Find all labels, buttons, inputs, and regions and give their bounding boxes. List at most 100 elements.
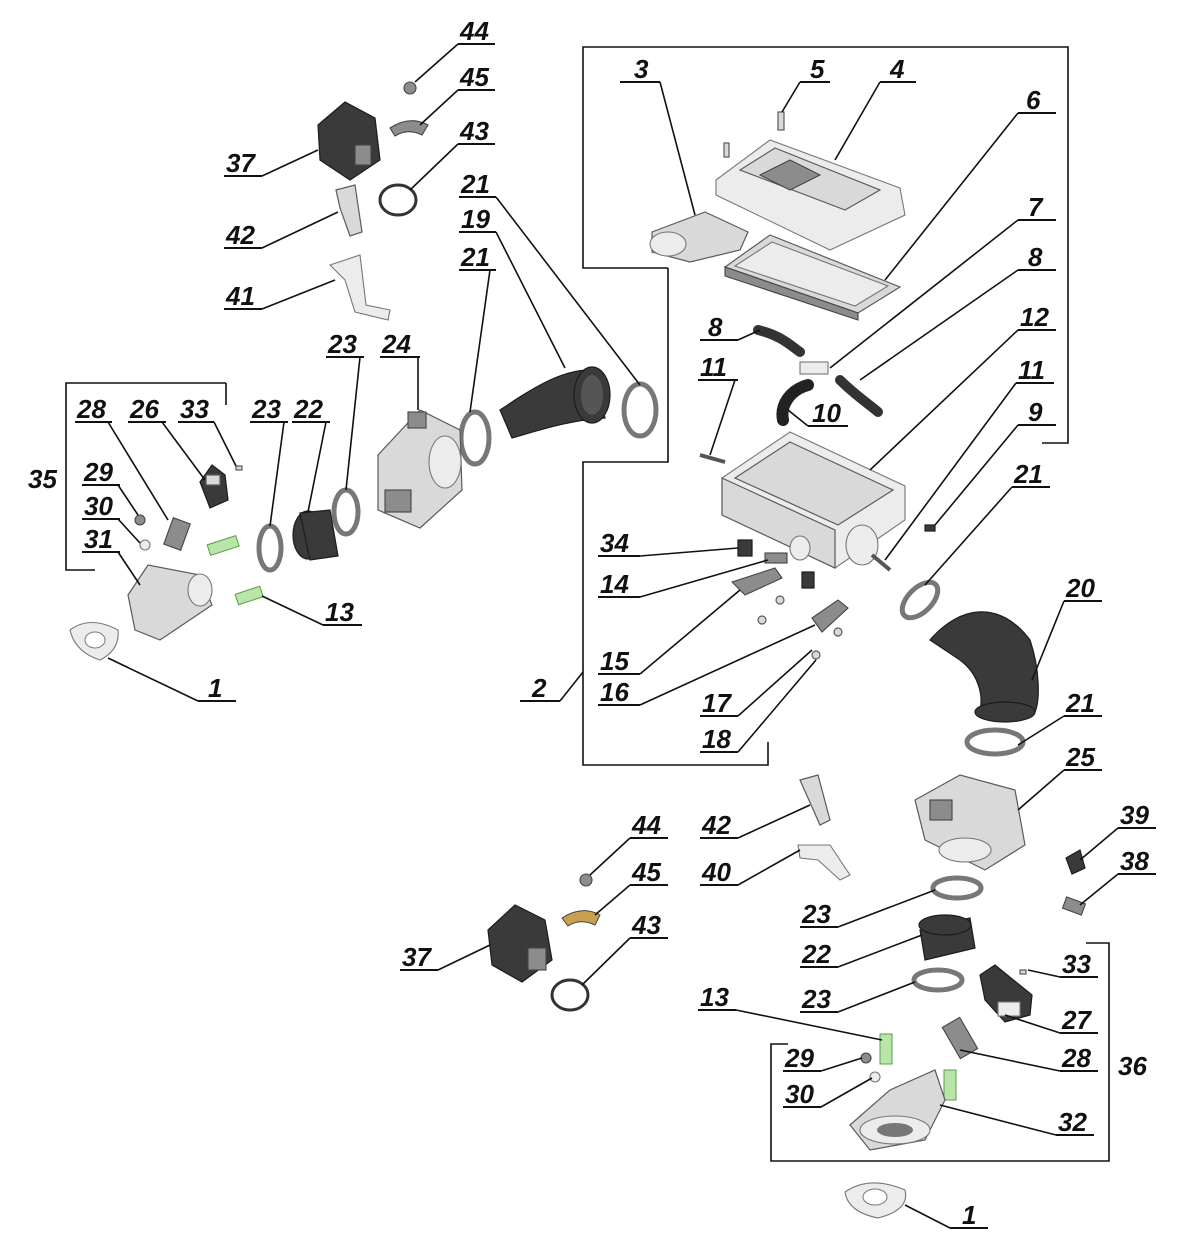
callout-27: 27 <box>1061 1005 1092 1035</box>
callout-10: 10 <box>812 398 841 428</box>
bracket-40-icon <box>797 844 851 881</box>
idle-valve-27-icon <box>979 964 1033 1023</box>
callout-19: 19 <box>461 204 490 234</box>
washer-30b-icon <box>869 1071 881 1083</box>
pin-14-icon <box>764 552 788 564</box>
callout-30-a: 30 <box>84 491 113 521</box>
callout-45-b: 45 <box>631 857 661 887</box>
hose-8b-icon <box>835 375 883 417</box>
callout-4: 4 <box>889 54 905 84</box>
throttle-body-24-icon <box>377 409 463 529</box>
callout-45: 45 <box>459 62 489 92</box>
callout-35: 35 <box>28 464 57 494</box>
screw-44-icon <box>403 81 417 95</box>
stud-13-icon <box>206 534 240 556</box>
screw-44b-icon <box>579 873 593 887</box>
gasket-1b-icon <box>844 1182 907 1219</box>
clamp-23d-icon <box>911 967 965 993</box>
callout-40: 40 <box>701 857 731 887</box>
parts <box>69 81 1087 1219</box>
stud-13d-icon <box>943 1069 957 1101</box>
callout-23-b: 23 <box>251 394 281 424</box>
callout-5: 5 <box>810 54 825 84</box>
group-36-outline <box>770 942 1110 1162</box>
fitting-11-icon <box>699 453 726 464</box>
bracket-16-icon <box>811 599 849 633</box>
callout-8-b: 8 <box>708 312 723 342</box>
screw-29-icon <box>134 514 146 526</box>
callout-44: 44 <box>459 16 489 46</box>
sensor-37b-icon <box>487 904 553 983</box>
callout-7: 7 <box>1028 192 1044 222</box>
intake-duct-icon <box>649 211 749 263</box>
callout-23-a: 23 <box>327 329 357 359</box>
callout-17: 17 <box>702 688 732 718</box>
callout-20: 20 <box>1065 573 1095 603</box>
callout-22-b: 22 <box>801 939 831 969</box>
group-outlines <box>65 46 1110 1162</box>
callout-26: 26 <box>129 394 159 424</box>
rubber-mount-34-icon <box>737 539 753 557</box>
washer-30-icon <box>139 539 151 551</box>
bolt-5b-icon <box>723 142 730 158</box>
callout-43-b: 43 <box>631 910 661 940</box>
sensor-39-icon <box>1065 849 1086 875</box>
callout-2: 2 <box>531 673 547 703</box>
callout-31: 31 <box>84 524 113 554</box>
clip-45b-icon <box>561 910 601 927</box>
sensor-37-icon <box>317 101 381 181</box>
callout-42: 42 <box>225 220 255 250</box>
screw-33b-icon <box>1019 969 1027 975</box>
callout-29-b: 29 <box>784 1043 814 1073</box>
callout-39: 39 <box>1120 800 1149 830</box>
coupler-22b-icon <box>918 914 976 961</box>
clamp-23b-icon <box>256 523 284 573</box>
bracket-15-icon <box>730 567 783 596</box>
elbow-10-icon <box>776 379 814 426</box>
callout-1-a: 1 <box>208 673 222 703</box>
callout-43: 43 <box>459 116 489 146</box>
callout-42-b: 42 <box>701 810 731 840</box>
bolt-17c-icon <box>833 627 843 637</box>
injector-28-icon <box>163 517 191 551</box>
callout-28-b: 28 <box>1061 1043 1091 1073</box>
group-35-outline <box>65 382 226 571</box>
callout-15: 15 <box>600 646 629 676</box>
callout-14: 14 <box>600 569 629 599</box>
washer-18-icon <box>811 650 821 660</box>
clamp-21b-icon <box>458 409 492 467</box>
callout-41: 41 <box>225 281 255 311</box>
o-ring-43b-icon <box>550 978 590 1012</box>
pin-9-icon <box>924 524 936 532</box>
screw-29b-icon <box>860 1052 872 1064</box>
bolt-17b-icon <box>775 595 785 605</box>
callout-28-a: 28 <box>76 394 106 424</box>
filter-element-icon <box>723 234 902 321</box>
clamp-21c-icon <box>899 579 941 621</box>
callout-23-d: 23 <box>801 984 831 1014</box>
stud-13b-icon <box>234 585 264 606</box>
callout-37-b: 37 <box>402 942 432 972</box>
callout-21-c: 21 <box>1013 459 1043 489</box>
o-ring-43-icon <box>378 183 418 217</box>
callout-30-b: 30 <box>785 1079 814 1109</box>
clip-45-icon <box>389 120 429 137</box>
hose-19-icon <box>499 366 611 439</box>
clamp-23c-icon <box>930 875 984 901</box>
bolt-17-icon <box>757 615 767 625</box>
callout-12: 12 <box>1020 302 1049 332</box>
callout-38: 38 <box>1120 846 1149 876</box>
idle-valve-26-icon <box>199 464 229 509</box>
callout-33-b: 33 <box>1062 949 1091 979</box>
callout-21-d: 21 <box>1065 688 1095 718</box>
callout-33-a: 33 <box>180 394 209 424</box>
stud-13c-icon <box>879 1033 893 1065</box>
callout-22-a: 22 <box>293 394 323 424</box>
callout-8-a: 8 <box>1028 242 1043 272</box>
manifold-32-icon <box>849 1069 946 1151</box>
air-filter-cover-icon <box>715 139 906 251</box>
callout-21-b: 21 <box>460 242 490 272</box>
group-2-outline-lower <box>582 268 769 766</box>
callout-9: 9 <box>1028 397 1043 427</box>
